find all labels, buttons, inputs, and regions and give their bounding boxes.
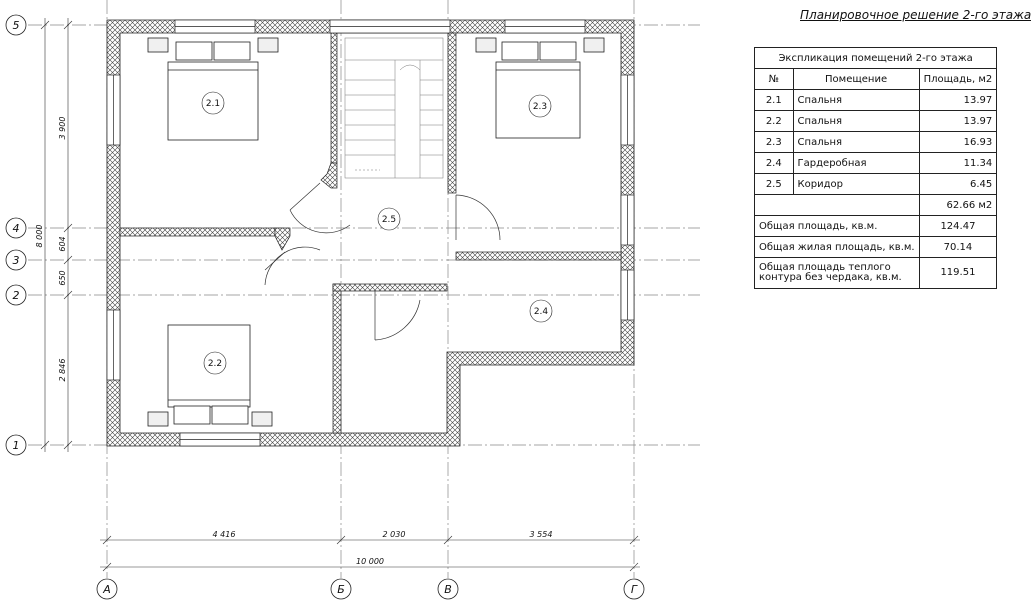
- row-num: 2.2: [754, 110, 794, 132]
- windows: [106, 19, 635, 447]
- dim-v-3900: 3 900: [58, 117, 67, 140]
- axis-label-1: 1: [13, 439, 20, 452]
- row-area: 6.45: [918, 173, 998, 195]
- row-area: 13.97: [918, 89, 998, 111]
- total-label: Общая площадь, кв.м.: [754, 215, 920, 237]
- row-name: Спальня: [792, 110, 920, 132]
- total-row: Общая площадь теплого контура без чердак…: [754, 257, 998, 289]
- row-name: Спальня: [792, 89, 920, 111]
- room-label-2-2: 2.2: [208, 359, 222, 369]
- row-num: 2.3: [754, 131, 794, 153]
- dimension-lines-horizontal: [100, 535, 640, 572]
- row-num: 2.1: [754, 89, 794, 111]
- dim-v-650: 650: [58, 270, 67, 285]
- dim-h-2030: 2 030: [383, 530, 406, 539]
- total-row: Общая жилая площадь, кв.м. 70.14: [754, 236, 998, 258]
- room-label-2-5: 2.5: [382, 215, 396, 225]
- table-row: 2.2 Спальня 13.97: [754, 110, 998, 132]
- row-num: 2.5: [754, 173, 794, 195]
- dim-v-8000: 8 000: [35, 225, 44, 248]
- explication-table: Экспликация помещений 2-го этажа № Помещ…: [753, 47, 998, 289]
- row-name: Спальня: [792, 131, 920, 153]
- sum-value: 62.66 м2: [918, 194, 998, 216]
- dimension-lines-vertical: [40, 18, 73, 452]
- total-label: Общая жилая площадь, кв.м.: [754, 236, 920, 258]
- doors: [264, 182, 501, 341]
- total-row: Общая площадь, кв.м. 124.47: [754, 215, 998, 237]
- total-value: 124.47: [918, 215, 998, 237]
- header-area: Площадь, м2: [918, 68, 998, 90]
- axis-label-5: 5: [13, 19, 20, 32]
- axis-label-2: 2: [13, 289, 20, 302]
- room-label-2-1: 2.1: [206, 99, 220, 109]
- axis-label-g: Г: [631, 583, 638, 596]
- explication-caption: Экспликация помещений 2-го этажа: [753, 47, 998, 69]
- row-name: Коридор: [792, 173, 920, 195]
- total-value: 119.51: [918, 257, 998, 289]
- dim-v-2846: 2 846: [58, 359, 67, 382]
- sum-row: 62.66 м2: [754, 194, 998, 216]
- row-num: 2.4: [754, 152, 794, 174]
- row-area: 16.93: [918, 131, 998, 153]
- header-room: Помещение: [792, 68, 920, 90]
- table-row: 2.1 Спальня 13.97: [754, 89, 998, 111]
- staircase: [344, 37, 444, 179]
- dim-v-604: 604: [58, 236, 67, 251]
- table-row: 2.5 Коридор 6.45: [754, 173, 998, 195]
- exterior-walls: [106, 19, 635, 447]
- dim-h-10000: 10 000: [356, 557, 384, 566]
- sheet-title: Планировочное решение 2-го этажа: [800, 8, 1031, 22]
- table-row: 2.4 Гардеробная 11.34: [754, 152, 998, 174]
- dim-h-4416: 4 416: [213, 530, 236, 539]
- axis-label-a: А: [102, 583, 111, 596]
- row-area: 13.97: [918, 110, 998, 132]
- table-row: 2.3 Спальня 16.93: [754, 131, 998, 153]
- axis-bubbles: [5, 14, 645, 600]
- room-label-2-3: 2.3: [533, 102, 547, 112]
- axis-label-4: 4: [13, 222, 20, 235]
- sum-empty: [754, 194, 920, 216]
- axis-label-3: 3: [13, 254, 20, 267]
- total-value: 70.14: [918, 236, 998, 258]
- header-num: №: [754, 68, 794, 90]
- room-markers: [201, 91, 553, 375]
- row-area: 11.34: [918, 152, 998, 174]
- dim-h-3554: 3 554: [530, 530, 553, 539]
- axis-label-b: Б: [337, 583, 345, 596]
- total-label: Общая площадь теплого контура без чердак…: [754, 257, 920, 289]
- axis-label-v: В: [444, 583, 452, 596]
- room-label-2-4: 2.4: [534, 307, 549, 317]
- row-name: Гардеробная: [792, 152, 920, 174]
